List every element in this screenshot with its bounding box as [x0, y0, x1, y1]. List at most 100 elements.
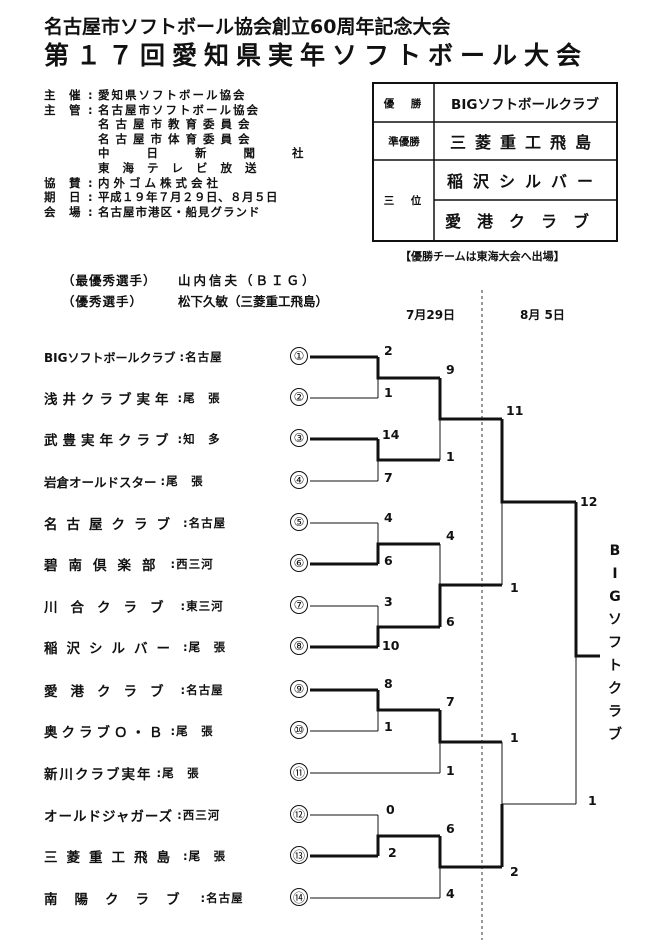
info-label: 主 催 — [44, 88, 82, 102]
tournament-subtitle: 名古屋市ソフトボール協会創立60周年記念大会 — [44, 16, 451, 38]
team-row: 碧南倶楽部:西三河 — [44, 554, 214, 574]
score-r3: 11 — [506, 403, 524, 418]
team-name: 新川クラブ実年 — [44, 767, 153, 783]
seed-number: ⑩ — [290, 721, 308, 739]
team-name: BIGソフトボールクラブ — [44, 350, 176, 365]
team-pref: :尾 張 — [183, 640, 227, 654]
team-pref: :名古屋 — [180, 683, 224, 697]
runner-up-team: 三菱重工飛島 — [449, 133, 600, 152]
score-r2: 6 — [446, 821, 455, 836]
score-r1: 1 — [384, 719, 393, 734]
date-day2: 8月 5日 — [520, 308, 565, 322]
team-name: 稲沢シルバー — [44, 641, 179, 657]
mvp-value: 山内信夫（ＢＩＧ） — [178, 273, 318, 288]
info-value: 平成１９年７月２９日、８月５日 — [98, 190, 278, 205]
team-name: 南陽クラブ — [44, 892, 197, 908]
team-pref: :知 多 — [177, 432, 221, 446]
team-name: 碧南倶楽部 — [44, 558, 167, 574]
team-pref: :尾 張 — [156, 766, 200, 780]
third-label: 三 位 — [383, 194, 425, 207]
info-value: 愛知県ソフトボール協会 — [98, 88, 247, 102]
final-lines — [574, 502, 600, 804]
info-row: 主 催:愛知県ソフトボール協会 — [44, 88, 247, 102]
team-row: 新川クラブ実年:尾 張 — [44, 763, 200, 783]
round3-lines — [500, 419, 576, 867]
info-value: 東海テレビ放送 — [98, 160, 270, 175]
team-row: 川合クラブ:東三河 — [44, 596, 224, 616]
seed-number: ⑥ — [290, 554, 308, 572]
info-label: 会 場 — [44, 204, 82, 219]
team-row: 岩倉オールドスター:尾 張 — [44, 471, 204, 491]
excellent-label: （優秀選手） — [62, 294, 144, 309]
seed-number: ⑤ — [290, 513, 308, 531]
info-value: 名古屋市教育委員会 — [98, 117, 256, 132]
score-final: 1 — [588, 793, 597, 808]
tournament-info: 主 催:愛知県ソフトボール協会 主 管:名古屋市ソフトボール協会 名古屋市教育委… — [44, 88, 341, 219]
winner-label: 優 勝 — [383, 97, 425, 110]
team-row: 武豊実年クラブ:知 多 — [44, 429, 221, 449]
info-value: 内外ゴム株式会社 — [98, 175, 222, 190]
seed-number: ④ — [290, 471, 308, 489]
excellent-value: 松下久敏（三菱重工飛島） — [178, 294, 329, 309]
seed-number: ⑪ — [290, 763, 308, 781]
team-pref: :名古屋 — [200, 891, 244, 905]
info-value: 中日新聞社 — [98, 146, 341, 161]
round1-lines — [376, 357, 440, 856]
team-row: 名古屋クラブ:名古屋 — [44, 513, 226, 533]
score-r1: 6 — [384, 553, 393, 568]
seed-number: ⑦ — [290, 596, 308, 614]
team-row: 奥クラブＯ・Ｂ:尾 張 — [44, 721, 214, 741]
team-row: 稲沢シルバー :尾 張 — [44, 637, 226, 657]
awards: （最優秀選手）山内信夫（ＢＩＧ） （優秀選手）松下久敏（三菱重工飛島） — [62, 270, 328, 312]
info-row: 主 管:名古屋市ソフトボール協会 — [44, 102, 260, 117]
team-name: 愛港クラブ — [44, 684, 177, 700]
team-row: 浅井クラブ実年:尾 張 — [44, 388, 221, 408]
info-row: 期 日:平成１９年７月２９日、８月５日 — [44, 190, 278, 205]
info-row: 名古屋市教育委員会 — [44, 117, 341, 132]
info-label: 協 賛 — [44, 175, 82, 190]
seed-number: ③ — [290, 429, 308, 447]
score-r1: 1 — [384, 385, 393, 400]
runner-up-label: 準優勝 — [388, 135, 420, 148]
winner-team: BIGソフトボールクラブ — [451, 97, 599, 113]
info-label: 主 管 — [44, 102, 82, 117]
tournament-title: 第１７回愛知県実年ソフトボール大会 — [44, 41, 589, 70]
team-row: BIGソフトボールクラブ:名古屋 — [44, 347, 223, 367]
seed-number: ⑫ — [290, 805, 308, 823]
round2-lines — [438, 378, 502, 898]
team-pref: :西三河 — [170, 557, 214, 571]
team-name: 三菱重工飛島 — [44, 850, 179, 866]
seed-number: ② — [290, 388, 308, 406]
info-row: 会 場:名古屋市港区・船見グランド — [44, 204, 261, 219]
score-r1: 0 — [386, 802, 395, 817]
info-value: 名古屋市体育委員会 — [98, 131, 256, 146]
seed-number: ① — [290, 347, 308, 365]
team-row: 南陽クラブ:名古屋 — [44, 888, 244, 908]
team-name: 奥クラブＯ・Ｂ — [44, 725, 167, 741]
team-pref: :尾 張 — [183, 849, 227, 863]
score-r1: 8 — [384, 676, 393, 691]
seed-number: ⑭ — [290, 888, 308, 906]
champion-name: B I G ソ フ ト ク ラ ブ — [608, 543, 622, 743]
score-r3: 1 — [510, 580, 519, 595]
team-pref: :名古屋 — [183, 516, 227, 530]
score-r1: 2 — [388, 845, 397, 860]
score-r3: 1 — [510, 730, 519, 745]
score-final: 12 — [580, 494, 598, 509]
score-r1: 2 — [384, 343, 393, 358]
seed-number: ⑧ — [290, 637, 308, 655]
info-row: 中日新聞社 — [44, 146, 341, 161]
info-label: 期 日 — [44, 190, 82, 205]
team-name: 浅井クラブ実年 — [44, 392, 174, 408]
team-row: オールドジャガーズ:西三河 — [44, 805, 220, 825]
score-r2: 4 — [446, 886, 455, 901]
score-r2: 1 — [446, 763, 455, 778]
info-value: 名古屋市港区・船見グランド — [98, 204, 261, 219]
info-row: 名古屋市体育委員会 — [44, 132, 341, 147]
team-pref: :尾 張 — [177, 391, 221, 405]
score-r1: 4 — [384, 510, 393, 525]
team-name: 川合クラブ — [44, 600, 177, 616]
third-team-2: 愛港クラブ — [444, 212, 605, 231]
score-r1: 10 — [382, 638, 400, 653]
